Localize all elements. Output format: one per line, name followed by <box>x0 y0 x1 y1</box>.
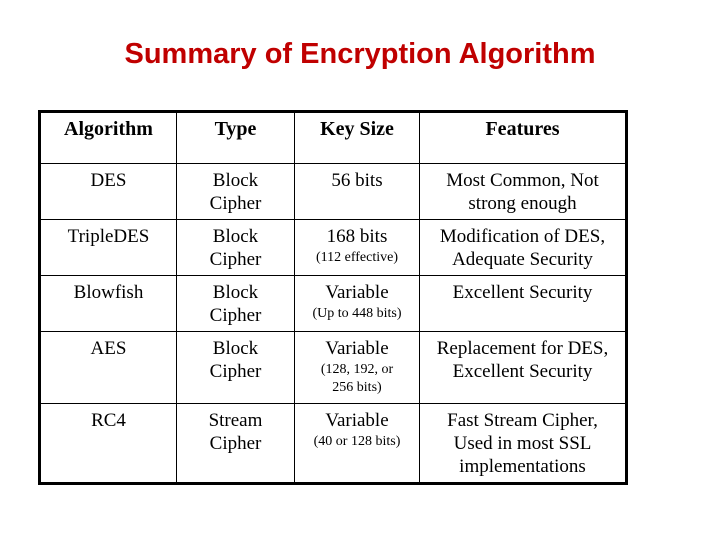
key-size-note: (40 or 128 bits) <box>313 434 401 450</box>
features-cell: Replacement for DES, Excellent Security <box>419 331 627 404</box>
table-row: DES Block Cipher 56 bits Most Common, No… <box>39 163 627 220</box>
type-cell: Block Cipher <box>176 163 295 220</box>
key-size-cell: Variable (Up to 448 bits) <box>294 275 420 332</box>
key-size-cell: 168 bits (112 effective) <box>294 219 420 276</box>
key-size-note: (Up to 448 bits) <box>312 306 402 322</box>
key-size-value: 168 bits <box>326 226 388 247</box>
header-cell-key-size: Key Size <box>294 111 420 164</box>
key-size-value: Variable <box>325 282 389 303</box>
page-title: Summary of Encryption Algorithm <box>124 38 596 70</box>
table-row: RC4 Stream Cipher Variable (40 or 128 bi… <box>39 403 627 484</box>
table-header-row: Algorithm Type Key Size Features <box>39 111 627 164</box>
algorithm-cell: RC4 <box>39 403 177 484</box>
key-size-note: (112 effective) <box>315 250 398 266</box>
type-cell: Stream Cipher <box>176 403 295 484</box>
type-cell: Block Cipher <box>176 331 295 404</box>
features-cell: Most Common, Not strong enough <box>419 163 627 220</box>
algorithm-cell: DES <box>39 163 177 220</box>
key-size-note: (128, 192, or 256 bits) <box>320 362 394 395</box>
encryption-summary-table: Algorithm Type Key Size Features DES Blo… <box>38 110 628 485</box>
features-cell: Fast Stream Cipher, Used in most SSL imp… <box>419 403 627 484</box>
key-size-cell: Variable (128, 192, or 256 bits) <box>294 331 420 404</box>
type-cell: Block Cipher <box>176 275 295 332</box>
type-cell: Block Cipher <box>176 219 295 276</box>
algorithm-cell: AES <box>39 331 177 404</box>
table-row: AES Block Cipher Variable (128, 192, or … <box>39 331 627 404</box>
features-cell: Modification of DES, Adequate Security <box>419 219 627 276</box>
key-size-value: Variable <box>325 410 389 431</box>
table-row: Blowfish Block Cipher Variable (Up to 44… <box>39 275 627 332</box>
header-cell-features: Features <box>419 111 627 164</box>
features-cell: Excellent Security <box>419 275 627 332</box>
key-size-value: 56 bits <box>331 170 383 191</box>
header-cell-algorithm: Algorithm <box>39 111 177 164</box>
key-size-cell: 56 bits <box>294 163 420 220</box>
algorithm-cell: TripleDES <box>39 219 177 276</box>
table-row: TripleDES Block Cipher 168 bits (112 eff… <box>39 219 627 276</box>
algorithm-cell: Blowfish <box>39 275 177 332</box>
key-size-value: Variable <box>325 338 389 359</box>
key-size-cell: Variable (40 or 128 bits) <box>294 403 420 484</box>
header-cell-type: Type <box>176 111 295 164</box>
